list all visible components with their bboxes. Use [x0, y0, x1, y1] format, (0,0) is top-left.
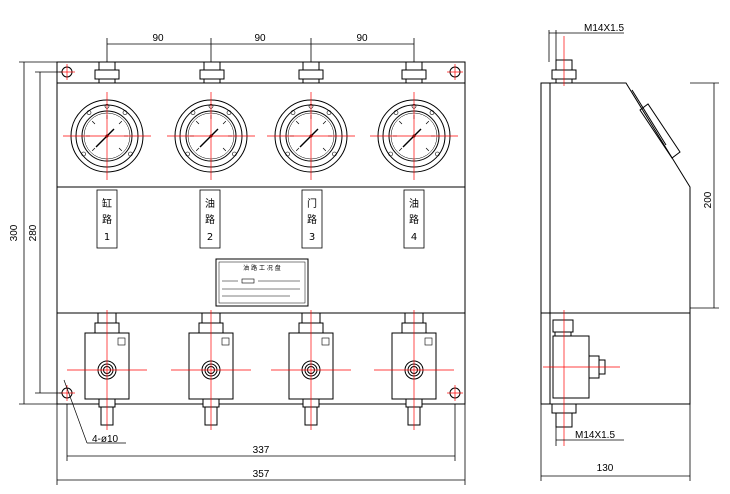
valve-section [56, 312, 466, 405]
dim-spacing-1: 90 [152, 33, 164, 44]
dim-spacing-3: 90 [356, 33, 368, 44]
gauge-label-3-line1: 门 [307, 197, 317, 210]
side-view [540, 82, 691, 405]
gauge-label-3-line3: 3 [309, 232, 315, 243]
dim-width-hole-span: 337 [253, 445, 270, 456]
thread-top-label: M14X1.5 [584, 23, 624, 34]
dim-spacing-2: 90 [254, 33, 266, 44]
gauge-label-2-line2: 路 [205, 213, 215, 226]
gauge-label-1-line1: 缸 [102, 197, 112, 210]
gauge-label-2-line3: 2 [207, 232, 213, 243]
gauge-needle-2 [199, 128, 219, 148]
gauge-label-2-line1: 油 [205, 197, 215, 210]
thread-bottom-label: M14X1.5 [575, 430, 615, 441]
nameplate-text-lines [222, 280, 300, 297]
gauge-needle-3 [299, 128, 319, 148]
gauge-needle-4 [402, 128, 422, 148]
valve-blocks [67, 310, 454, 430]
width-dimensions [56, 404, 466, 485]
dim-side-height: 200 [703, 191, 714, 208]
side-centerlines [543, 36, 620, 446]
side-gauge [631, 89, 681, 159]
gauge-section [56, 82, 466, 188]
gauge-label-1-line2: 路 [102, 213, 112, 226]
pressure-gauge-1 [63, 92, 151, 180]
spacing-dimension [106, 38, 415, 62]
gauge-label-4-line3: 4 [411, 232, 417, 243]
nameplate: 油 路 工 况 盘 [215, 258, 309, 307]
height-dimensions [19, 61, 62, 405]
valve-block-2 [171, 310, 251, 430]
hole-callout-leader [63, 379, 126, 444]
gauge-label-4-line2: 路 [409, 213, 419, 226]
gauge-label-2: 油 路 2 [205, 197, 215, 243]
pressure-gauge-3 [267, 92, 355, 180]
gauge-label-3: 门 路 3 [307, 197, 317, 243]
gauge-label-4: 油 路 4 [409, 197, 419, 243]
gauges [63, 92, 458, 180]
pressure-gauge-2 [167, 92, 255, 180]
dim-side-depth: 130 [597, 463, 614, 474]
valve-block-4 [374, 310, 454, 430]
gauge-label-boxes [96, 189, 425, 249]
nameplate-slot [241, 278, 255, 284]
gauge-label-4-line1: 油 [409, 197, 419, 210]
gauge-needle-1 [95, 128, 115, 148]
gauge-label-1-line3: 1 [104, 232, 110, 243]
top-fittings [94, 61, 427, 84]
gauge-label-1: 缸 路 1 [102, 197, 112, 243]
dim-width-total: 357 [253, 469, 270, 480]
nameplate-title: 油 路 工 况 盘 [243, 264, 281, 272]
hole-callout: 4-ø10 [92, 434, 119, 445]
pressure-gauge-4 [370, 92, 458, 180]
dim-height-total: 300 [9, 224, 20, 241]
dim-height-inner: 280 [28, 224, 39, 241]
side-dimensions [540, 30, 719, 481]
gauge-label-3-line2: 路 [307, 213, 317, 226]
valve-block-3 [271, 310, 351, 430]
valve-block-1 [67, 310, 147, 430]
